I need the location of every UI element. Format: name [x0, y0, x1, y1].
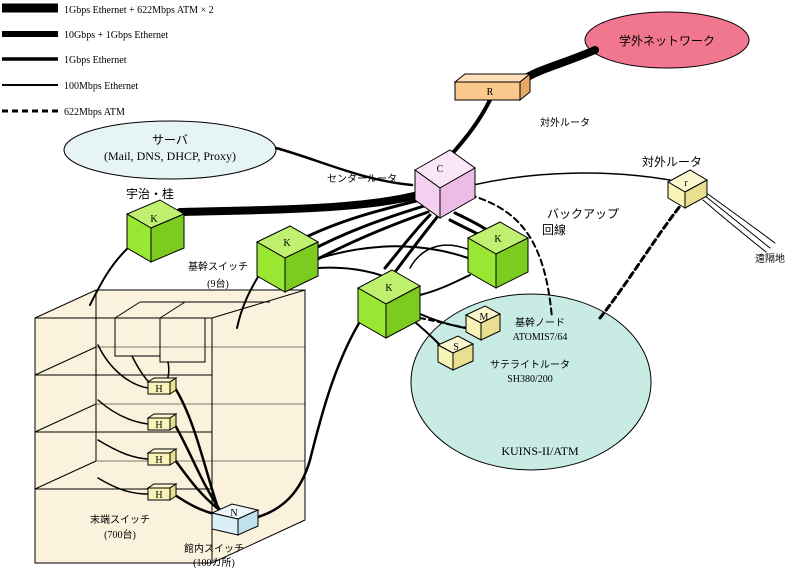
edge-switch-label: 末端スイッチ — [90, 513, 150, 526]
uji-label: 宇治・桂 — [126, 186, 174, 201]
legend-entry-gige: 1Gbps Ethernet — [2, 55, 127, 66]
edge-switch-1[interactable]: H — [146, 377, 178, 395]
backbone-node-label: 基幹ノード — [515, 316, 565, 329]
backup-line — [469, 194, 553, 319]
legend: 1Gbps Ethernet + 622Mbps ATM × 2 10Gbps … — [2, 3, 214, 118]
kuins-cloud — [410, 293, 652, 471]
external-router-letter: R — [487, 87, 494, 98]
link-r-external — [516, 46, 599, 86]
connections — [89, 46, 776, 519]
edge-switch-4[interactable]: H — [146, 483, 178, 501]
link-server-center — [274, 146, 414, 187]
building-switch[interactable]: N — [210, 503, 260, 536]
uji-switch[interactable]: K — [125, 199, 186, 263]
server-title: サーバ — [152, 133, 188, 147]
backbone-switch-count: (9台) — [207, 277, 229, 290]
link-center-remote — [472, 172, 671, 186]
backbone-switch-left[interactable]: K — [255, 225, 320, 293]
backbone-node-letter: M — [480, 312, 489, 323]
external-network-cloud — [584, 11, 750, 69]
satellite-router-model: SH380/200 — [507, 374, 553, 385]
satellite-router-letter: S — [453, 342, 459, 353]
remote-router-label: 対外ルータ — [642, 155, 702, 169]
building-switch-letter: N — [230, 508, 237, 519]
edge-switch-letter: H — [155, 420, 162, 431]
remote-site-label: 遠隔地 — [755, 252, 785, 265]
edge-switch-3[interactable]: H — [146, 448, 178, 466]
legend-entry-gige-atm: 1Gbps Ethernet + 622Mbps ATM × 2 — [2, 3, 214, 16]
link-leftk-center-1 — [298, 198, 422, 242]
legend-entry-atm: 622Mbps ATM — [2, 107, 125, 118]
remote-router-letter: r — [684, 178, 688, 189]
legend-entry-fe: 100Mbps Ethernet — [2, 81, 138, 92]
remote-router[interactable]: r — [666, 169, 709, 209]
link-centerk-center — [383, 213, 432, 270]
backbone-switch-center[interactable]: K — [356, 269, 422, 339]
legend-label: 100Mbps Ethernet — [64, 81, 138, 92]
center-router-label: センタールータ — [327, 173, 397, 185]
edge-switch-letter: H — [155, 384, 162, 395]
uji-switch-letter: K — [150, 214, 158, 225]
backbone-switch-label: 基幹スイッチ — [188, 260, 248, 273]
external-router-label: 対外ルータ — [540, 116, 590, 129]
backup-line-label-2: 回線 — [542, 222, 566, 237]
backbone-switch-center-letter: K — [385, 283, 393, 294]
external-network-label: 学外ネットワーク — [619, 33, 715, 48]
server-cloud — [63, 120, 277, 180]
legend-entry-10g: 10Gbps + 1Gbps Ethernet — [2, 30, 168, 41]
external-router[interactable]: R — [453, 72, 532, 102]
backbone-switch-left-letter: K — [283, 238, 291, 249]
center-router[interactable]: C — [414, 149, 476, 219]
edge-switch-count: (700台) — [104, 528, 136, 541]
link-centerk-building — [256, 313, 366, 519]
edge-switch-letter: H — [155, 490, 162, 501]
satellite-router[interactable]: S — [436, 335, 475, 371]
backbone-node-model: ATOMIS7/64 — [513, 332, 568, 343]
building-switch-label: 館内スイッチ — [184, 542, 244, 555]
backbone-switch-right-letter: K — [494, 234, 502, 245]
link-uji-center — [176, 191, 422, 216]
building-switch-count: (100カ所) — [193, 557, 235, 569]
center-router-letter: C — [437, 164, 444, 175]
edge-switch-2[interactable]: H — [146, 413, 178, 431]
backup-line-label-1: バックアップ — [547, 207, 619, 221]
link-kuins-remote-atm — [598, 198, 687, 320]
legend-label: 622Mbps ATM — [64, 107, 125, 118]
legend-label: 1Gbps Ethernet — [64, 55, 127, 66]
satellite-router-label: サテライトルータ — [490, 359, 570, 371]
server-detail: (Mail, DNS, DHCP, Proxy) — [104, 149, 236, 163]
backbone-switch-right[interactable]: K — [466, 221, 530, 289]
kuins-label: KUINS-II/ATM — [501, 444, 579, 458]
legend-label: 10Gbps + 1Gbps Ethernet — [64, 30, 168, 41]
backbone-node[interactable]: M — [464, 305, 502, 341]
edge-switch-letter: H — [155, 455, 162, 466]
legend-label: 1Gbps Ethernet + 622Mbps ATM × 2 — [64, 5, 214, 16]
